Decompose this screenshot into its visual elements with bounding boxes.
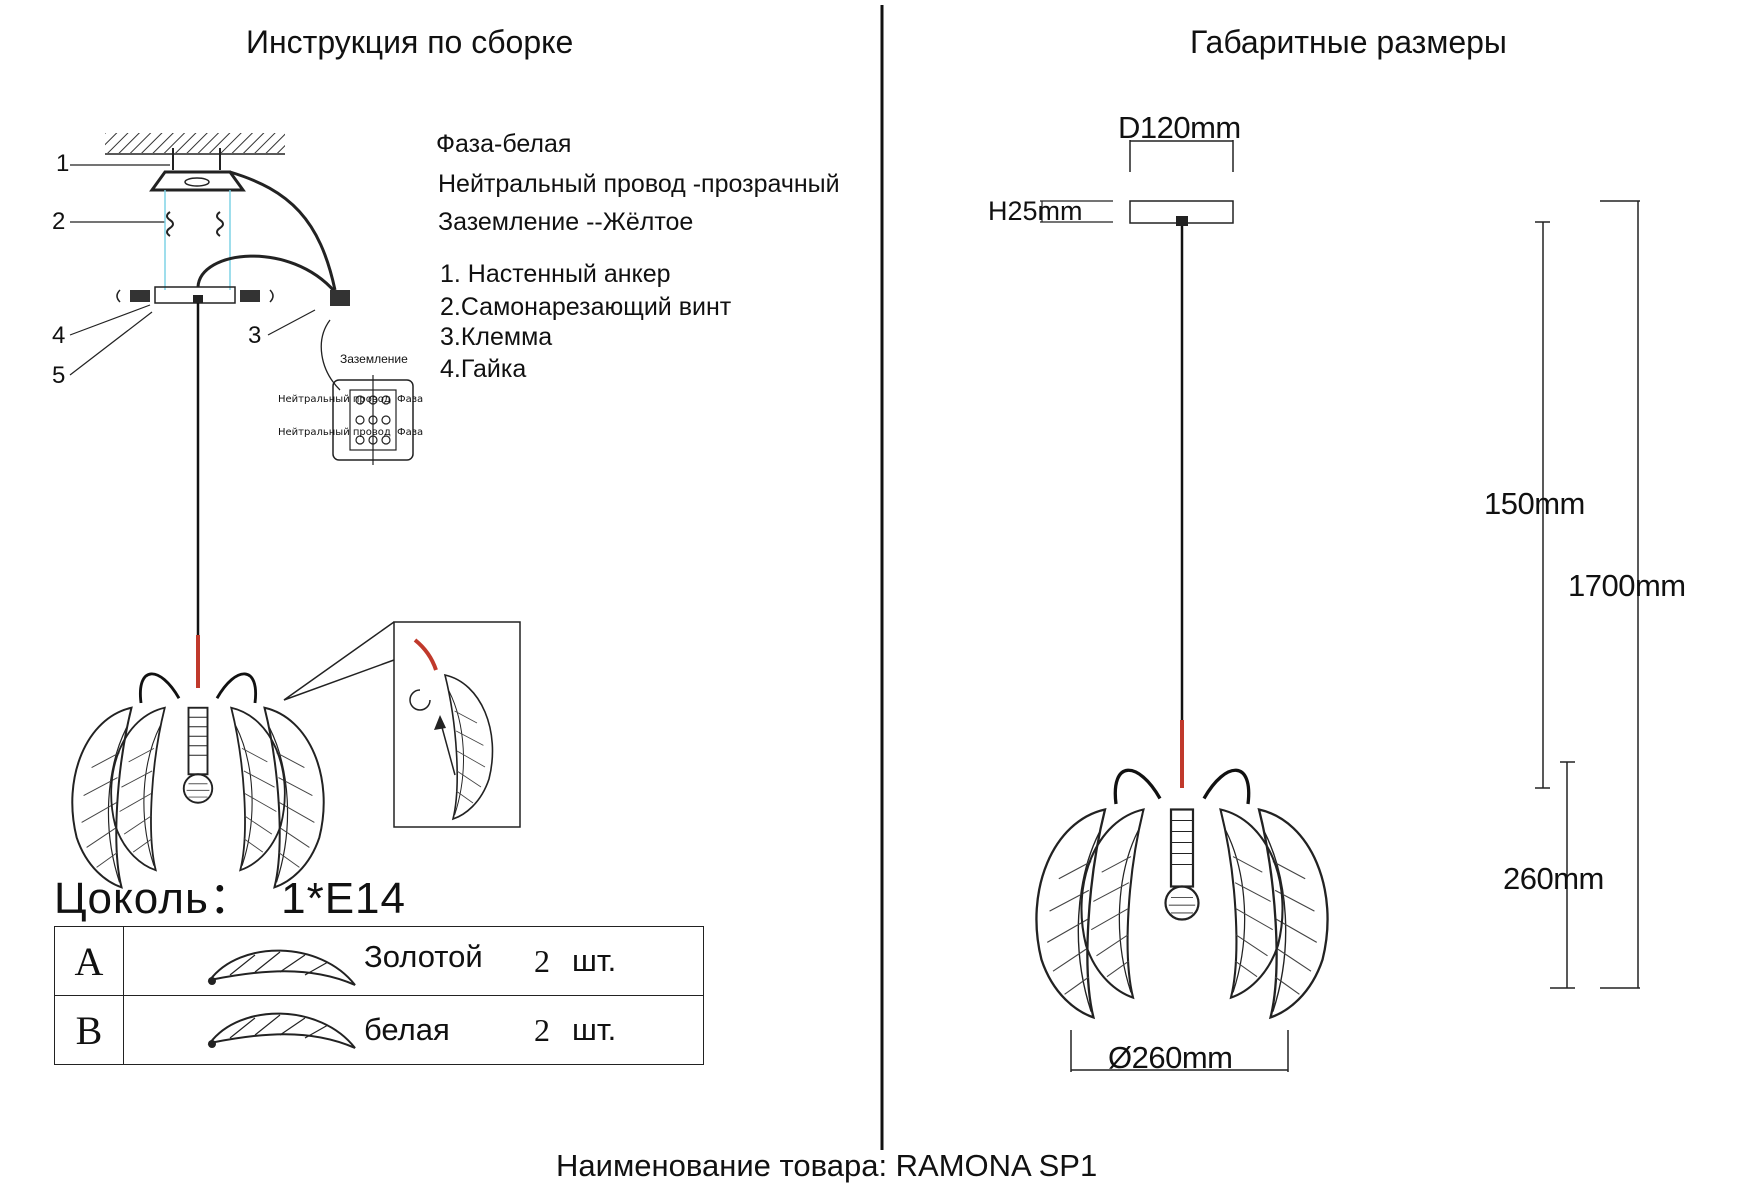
part-legend-4: 4.Гайка [440, 355, 527, 383]
part-name: белая [364, 1012, 450, 1047]
dim-canopy-diameter: D120mm [1118, 110, 1241, 145]
left-header: Инструкция по сборке [246, 24, 574, 60]
terminal-phase-label-1: Фаза [397, 394, 424, 405]
part-letter: A [54, 926, 124, 996]
parts-table: A Золотой 2 шт. B белая 2 шт. [54, 926, 704, 1065]
table-row: B белая 2 шт. [54, 995, 704, 1065]
callout-2: 2 [52, 208, 66, 235]
product-name: Наименование товара: RAMONA SP1 [556, 1148, 1098, 1183]
part-name: Золотой [364, 939, 483, 974]
part-qty: 2 [534, 1012, 550, 1048]
wire-legend-neutral: Нейтральный провод -прозрачный [438, 170, 840, 198]
dim-canopy-height: H25mm [988, 196, 1083, 226]
terminal-neutral-label-2: Нейтральный провод [278, 427, 391, 438]
terminal-neutral-label-1: Нейтральный провод [278, 394, 391, 405]
ceiling [105, 133, 285, 153]
callout-5: 5 [52, 362, 66, 389]
part-legend-1: 1. Настенный анкер [440, 260, 671, 288]
dim-shade-diameter: Ø260mm [1108, 1040, 1233, 1075]
dim-shade-height: 260mm [1503, 861, 1604, 896]
terminal-ground-label: Заземление [340, 352, 408, 366]
callout-4: 4 [52, 322, 66, 349]
wire-legend-phase: Фаза-белая [436, 130, 572, 158]
part-unit: шт. [572, 943, 617, 978]
dim-total-height: 1700mm [1568, 568, 1686, 603]
right-header: Габаритные размеры [1190, 24, 1507, 60]
part-letter: B [54, 995, 124, 1065]
part-legend-3: 3.Клемма [440, 323, 553, 351]
base-label-text: Цоколь： [54, 874, 254, 923]
base-value: 1*E14 [281, 874, 406, 923]
base-label: Цоколь： 1*E14 [54, 862, 406, 926]
callout-3: 3 [248, 322, 262, 349]
dim-cord-length: 150mm [1484, 486, 1585, 521]
callout-1: 1 [56, 150, 70, 177]
part-legend-2: 2.Самонарезающий винт [440, 293, 732, 321]
table-row: A Золотой 2 шт. [54, 926, 704, 996]
part-qty: 2 [534, 943, 550, 979]
part-unit: шт. [572, 1012, 617, 1047]
wire-legend-ground: Заземление --Жёлтое [438, 208, 694, 236]
terminal-phase-label-2: Фаза [397, 427, 424, 438]
